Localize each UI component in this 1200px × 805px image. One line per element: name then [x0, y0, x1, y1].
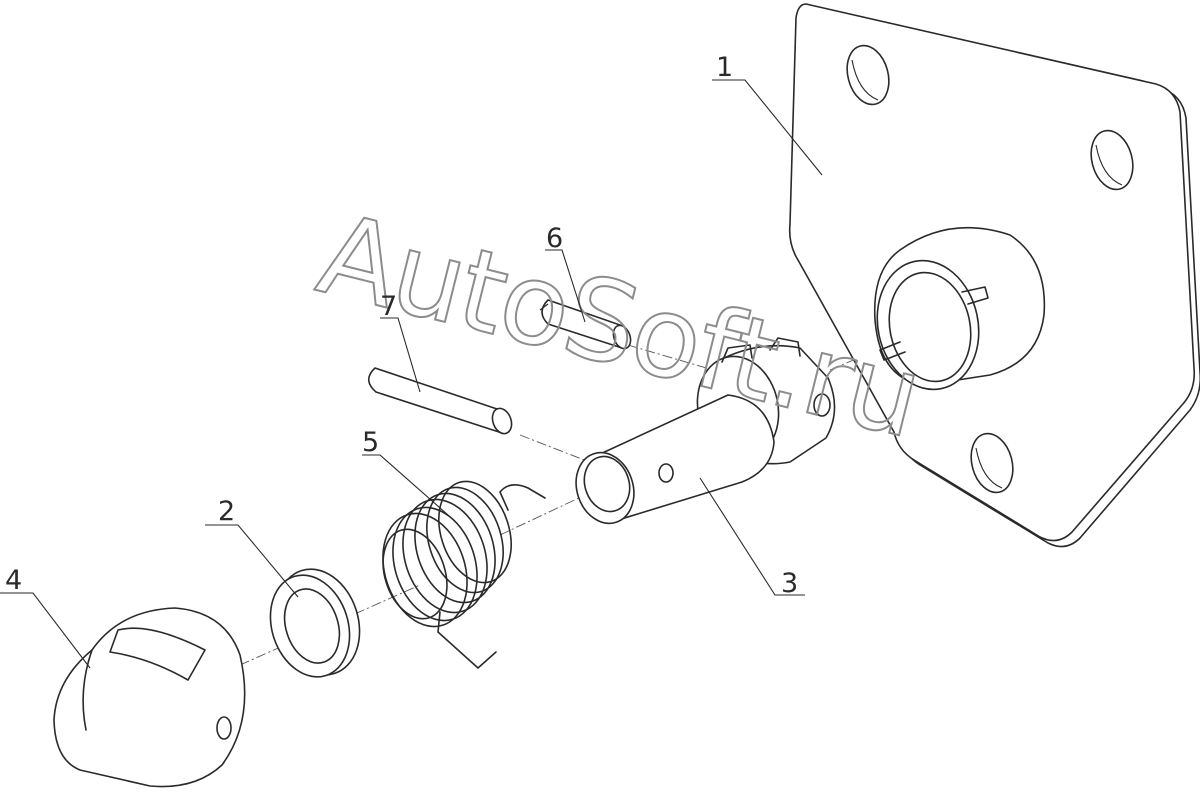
- callout-6: 6: [546, 223, 563, 254]
- mounting-hole: [846, 44, 890, 106]
- callout-1: 1: [716, 52, 733, 83]
- callout-4: 4: [5, 565, 22, 596]
- part-6-short-pin: [539, 299, 632, 350]
- part-7-long-pin: [367, 367, 513, 435]
- callout-3: 3: [781, 568, 798, 599]
- mounting-hole: [970, 432, 1014, 494]
- part-5-torsion-spring: [382, 480, 546, 669]
- callout-5: 5: [362, 427, 379, 458]
- flange-boss: [873, 226, 1046, 391]
- callout-2: 2: [218, 496, 235, 527]
- part-2-washer: [269, 568, 361, 678]
- part-4-knob-cap: [53, 607, 246, 788]
- leader-lines: [0, 79, 823, 669]
- mounting-hole: [1090, 129, 1134, 191]
- part-1-flange-plate: [788, 3, 1200, 548]
- callout-7: 7: [380, 291, 397, 322]
- part-3-shaft: [575, 337, 836, 525]
